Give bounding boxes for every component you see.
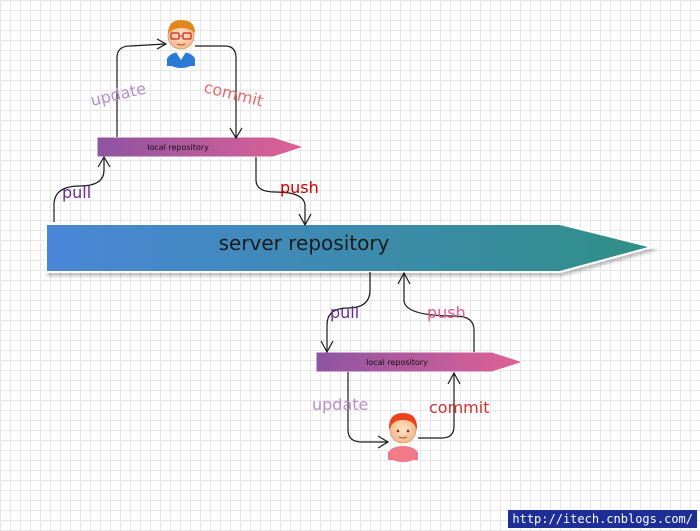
top-push-connector xyxy=(255,157,306,224)
bottom-commit-connector xyxy=(418,374,455,439)
top-push-arrowhead xyxy=(298,213,312,227)
server-repository-label: server repository xyxy=(219,231,390,255)
bottom-commit-arrowhead xyxy=(447,371,461,385)
top-update-arrowhead xyxy=(156,38,168,50)
top-update-label: update xyxy=(89,79,148,110)
bottom-local-repository-label: local repository xyxy=(366,358,428,367)
bottom-commit-label: commit xyxy=(429,398,489,417)
bottom-push-label: push xyxy=(427,303,466,322)
top-commit-label: commit xyxy=(202,77,265,110)
top-pull-label: pull xyxy=(62,183,91,202)
server-repository-arrow: server repository xyxy=(45,223,656,273)
watermark-link[interactable]: http://itech.cnblogs.com/ xyxy=(508,510,697,528)
top-pull-connector xyxy=(53,158,105,222)
top-update-connector xyxy=(116,43,166,137)
bottom-user-avatar-icon xyxy=(388,413,418,462)
bottom-pull-arrowhead xyxy=(320,340,334,354)
bottom-pull-connector xyxy=(326,272,371,351)
top-local-repository-arrow: local repository xyxy=(96,136,306,158)
top-user-avatar-icon xyxy=(167,20,195,68)
bottom-local-repository-arrow: local repository xyxy=(315,351,525,373)
top-connectors xyxy=(53,38,312,227)
top-pull-arrowhead xyxy=(97,155,111,168)
bottom-update-connector xyxy=(347,372,388,443)
top-local-repository-label: local repository xyxy=(147,143,209,152)
bottom-push-arrowhead xyxy=(397,271,411,285)
top-commit-connector xyxy=(195,45,237,137)
bottom-connectors xyxy=(320,271,475,449)
top-commit-arrowhead xyxy=(229,127,243,140)
bottom-pull-label: pull xyxy=(330,303,359,322)
bottom-update-arrowhead xyxy=(377,435,390,449)
top-push-label: push xyxy=(280,178,319,197)
bottom-update-label: update xyxy=(312,395,368,414)
bottom-push-connector xyxy=(403,274,475,352)
